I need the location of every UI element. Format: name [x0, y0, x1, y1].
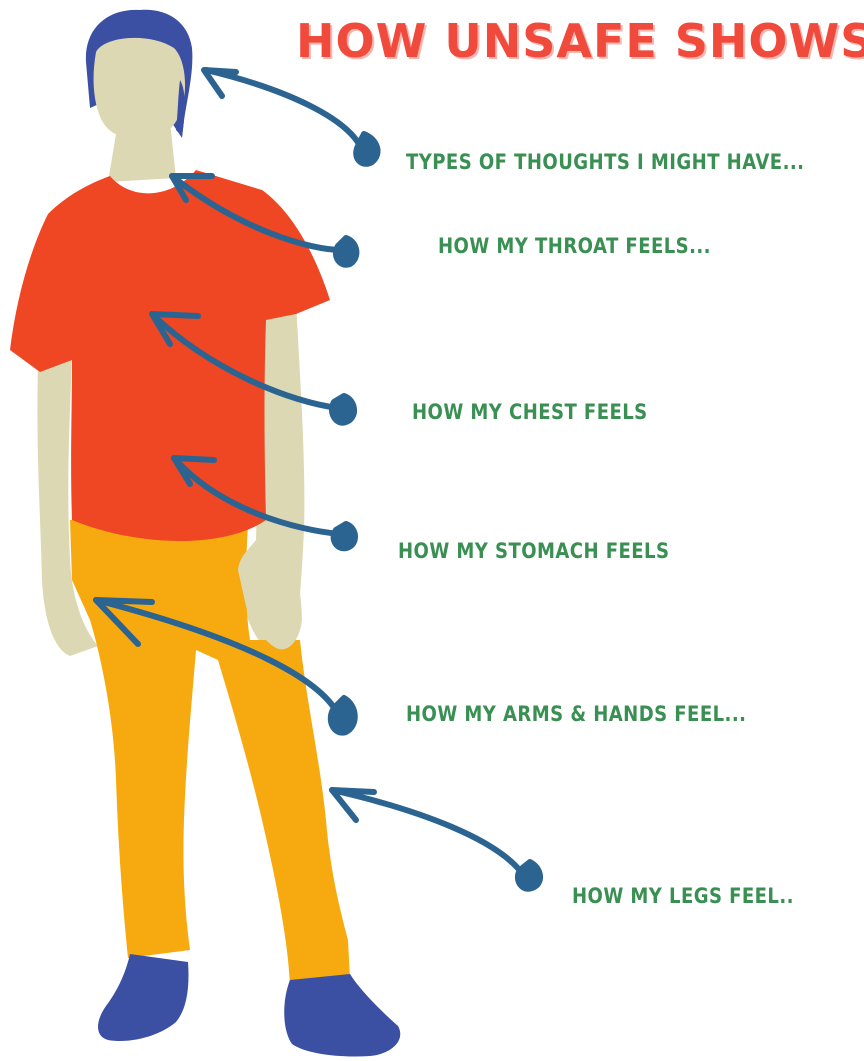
arrow-thoughts [204, 70, 378, 164]
label-throat: HOW MY THROAT FEELS... [438, 234, 711, 258]
label-chest: HOW MY CHEST FEELS [412, 400, 648, 424]
arrow-chest [152, 314, 354, 423]
arrow-legs [332, 790, 540, 889]
label-arms: HOW MY ARMS & HANDS FEEL... [406, 702, 746, 726]
arrow-throat [172, 176, 356, 265]
arrow-stomach [174, 458, 355, 548]
arrow-arms [96, 600, 355, 733]
label-legs: HOW MY LEGS FEEL.. [572, 884, 794, 908]
label-stomach: HOW MY STOMACH FEELS [398, 539, 669, 563]
page-title: HOW UNSAFE SHOWS [296, 14, 864, 68]
label-thoughts: TYPES OF THOUGHTS I MIGHT HAVE... [406, 150, 804, 174]
